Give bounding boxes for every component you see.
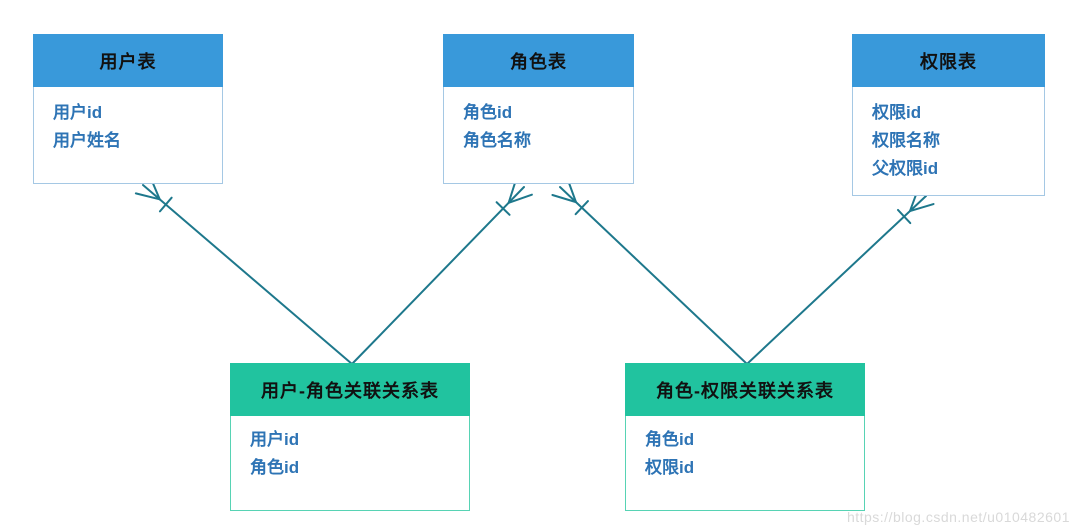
entity-role-permission-table-title: 角色-权限关联关系表	[625, 363, 865, 416]
field-role-permission-role-id: 角色id	[645, 430, 695, 449]
field-user-name: 用户姓名	[53, 131, 121, 150]
entity-role-permission-table: 角色-权限关联关系表 角色id 权限id	[625, 363, 865, 511]
entity-user-table: 用户表 用户id 用户姓名	[33, 34, 223, 184]
entity-permission-table-body: 权限id 权限名称 父权限id	[852, 87, 1045, 196]
entity-role-table-body: 角色id 角色名称	[443, 87, 634, 184]
field-user-role-role-id: 角色id	[250, 458, 300, 477]
entity-user-table-body: 用户id 用户姓名	[33, 87, 223, 184]
field-permission-name: 权限名称	[872, 131, 940, 150]
field-role-name: 角色名称	[463, 131, 531, 150]
connector-role-to-user_role	[351, 178, 533, 365]
field-role-id: 角色id	[463, 103, 513, 122]
connector-permission-to-role_permission	[746, 186, 935, 365]
entity-role-table: 角色表 角色id 角色名称	[443, 34, 634, 184]
connector-user-to-user_role	[134, 175, 353, 365]
entity-role-table-title: 角色表	[443, 34, 634, 87]
field-role-permission-permission-id: 权限id	[645, 458, 695, 477]
connector-role-to-role_permission	[551, 178, 748, 365]
csdn-watermark: https://blog.csdn.net/u010482601	[846, 509, 1070, 525]
entity-permission-table: 权限表 权限id 权限名称 父权限id	[852, 34, 1045, 196]
entity-permission-table-title: 权限表	[852, 34, 1045, 87]
field-permission-id: 权限id	[872, 103, 922, 122]
entity-user-role-table: 用户-角色关联关系表 用户id 角色id	[230, 363, 470, 511]
entity-user-role-table-title: 用户-角色关联关系表	[230, 363, 470, 416]
entity-role-permission-table-body: 角色id 权限id	[625, 416, 865, 511]
entity-user-role-table-body: 用户id 角色id	[230, 416, 470, 511]
field-parent-permission-id: 父权限id	[872, 159, 939, 178]
field-user-id: 用户id	[53, 103, 103, 122]
entity-user-table-title: 用户表	[33, 34, 223, 87]
field-user-role-user-id: 用户id	[250, 430, 300, 449]
